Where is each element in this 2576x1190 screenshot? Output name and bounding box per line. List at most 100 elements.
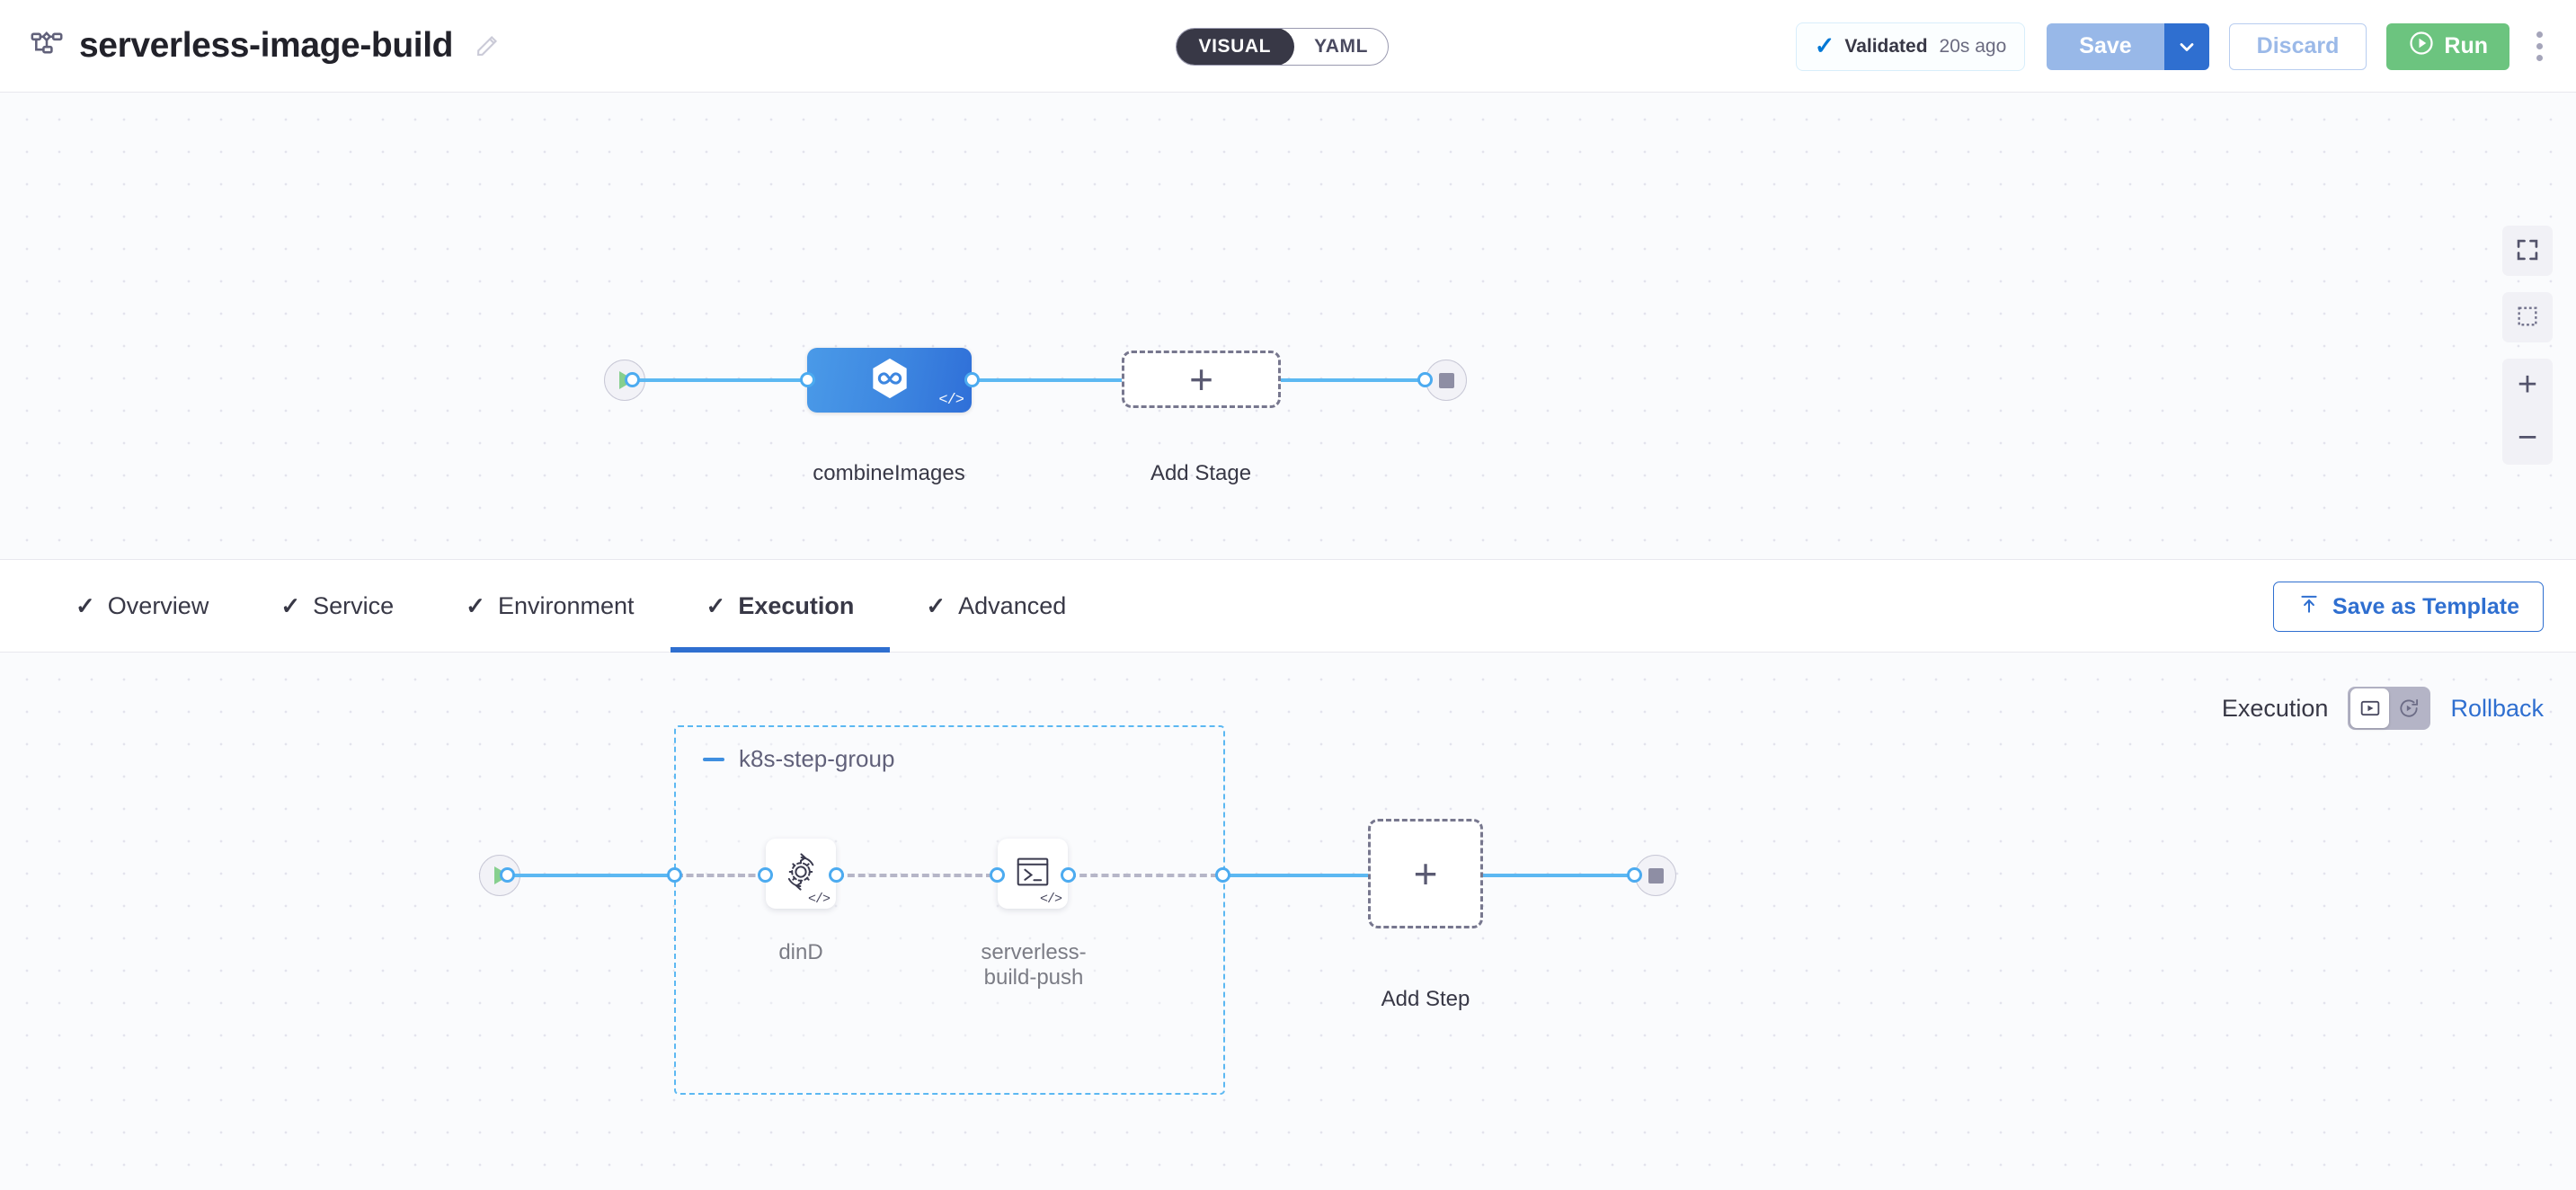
step-label-line-1: serverless- [981,940,1087,964]
page-title: serverless-image-build [79,26,454,65]
zoom-out-button[interactable]: − [2517,419,2538,457]
stage-graph-canvas[interactable]: </> + Add Stage combineImages [0,93,2576,560]
view-mode-toggle[interactable]: VISUAL YAML [1176,28,1390,66]
zoom-in-button[interactable]: + [2517,366,2538,404]
tab-label: Overview [107,591,209,619]
run-button[interactable]: Run [2386,22,2509,70]
edge-stepgroup-to-addstep [1223,874,1368,877]
end-node-port[interactable] [1417,372,1433,387]
add-stage-label: Add Stage [1150,461,1252,485]
check-icon: ✓ [466,591,485,619]
add-step-label: Add Step [1381,987,1470,1011]
stepgroup-exit-port[interactable] [1215,867,1230,883]
stage-config-tabbar: ✓ Overview ✓ Service ✓ Environment ✓ Exe… [0,560,2576,653]
dind-code-badge: </> [807,892,831,907]
fullscreen-icon [2515,237,2540,265]
run-label: Run [2444,33,2488,58]
header-actions: ✓ Validated 20s ago Save Discard Run [1795,0,2554,93]
harness-infinity-hexagon-icon [865,353,915,408]
step-label-line-2: build-push [983,965,1084,990]
tab-overview[interactable]: ✓ Overview [40,560,244,652]
step-node-serverless-build-push[interactable]: </> [998,839,1068,909]
rollback-rotate-icon [2389,697,2428,720]
stop-icon [1438,372,1454,388]
combineimages-in-port[interactable] [800,372,815,387]
edge-dind-to-serverlessbuildpush [837,874,993,877]
execution-play-box-icon [2350,688,2390,728]
stage-node-combineimages[interactable]: </> [807,348,972,413]
stage-canvas-controls: + − [2502,226,2553,465]
dind-out-port[interactable] [829,867,844,883]
add-step-button[interactable]: + [1368,819,1483,928]
execution-graph-canvas[interactable]: k8s-step-group </> [0,653,2576,1190]
check-icon: ✓ [1814,32,1835,59]
edit-pencil-icon[interactable] [469,33,500,58]
tab-label: Service [313,591,395,619]
execution-rollback-switch[interactable] [2348,687,2431,730]
save-button-group[interactable]: Save [2047,22,2209,70]
edge-addstage-to-end [1281,378,1425,382]
check-icon: ✓ [76,591,95,619]
tab-execution[interactable]: ✓ Execution [670,560,891,653]
play-circle-icon [2408,30,2435,63]
stage-code-badge: </> [938,392,964,409]
validated-label: Validated [1844,35,1928,57]
status-badge: ✓ Validated 20s ago [1795,22,2026,71]
minus-collapse-icon[interactable] [703,757,724,761]
check-icon: ✓ [280,591,301,619]
edge-start-to-stepgroup [508,874,674,877]
tab-list: ✓ Overview ✓ Service ✓ Environment ✓ Exe… [0,560,1102,653]
tab-label: Environment [497,591,635,619]
terminal-icon [1012,851,1053,897]
tab-label: Advanced [958,591,1067,619]
header-left: serverless-image-build [0,26,500,66]
save-dropdown-chevron-down-icon[interactable] [2163,22,2209,70]
selection-box-button[interactable] [2502,292,2553,342]
serverlessbuildpush-code-badge: </> [1039,892,1062,907]
step-group-header: k8s-step-group [703,745,894,773]
step-node-dind[interactable]: </> [766,839,836,909]
step-label-serverless-build-push: serverless- build-push [938,940,1129,990]
edge-start-to-combineimages [633,378,809,382]
edge-combineimages-to-addstage [973,378,1122,382]
plus-icon: + [1189,355,1213,403]
save-as-template-button[interactable]: Save as Template [2273,582,2544,632]
plus-icon: + [1413,849,1438,897]
check-icon: ✓ [706,591,726,619]
serverlessbuildpush-in-port[interactable] [990,867,1005,883]
stepgroup-entry-port[interactable] [667,867,682,883]
upload-template-icon [2297,592,2321,622]
execution-start-port[interactable] [500,867,515,883]
dind-in-port[interactable] [758,867,773,883]
gear-rotate-icon [778,849,823,899]
step-label-dind: dinD [778,940,823,964]
execution-mode-label[interactable]: Execution [2221,694,2329,722]
tab-label: Execution [738,591,855,619]
add-stage-button[interactable]: + [1122,351,1281,408]
check-icon: ✓ [926,591,946,619]
stop-icon [1648,867,1664,884]
edge-addstep-to-end [1483,874,1634,877]
fit-to-screen-button[interactable] [2502,226,2553,276]
save-as-template-label: Save as Template [2332,593,2519,619]
serverlessbuildpush-out-port[interactable] [1061,867,1076,883]
pipeline-icon [31,30,63,62]
rollback-mode-label[interactable]: Rollback [2450,694,2544,722]
kebab-menu-icon[interactable] [2524,22,2554,71]
combineimages-out-port[interactable] [964,372,980,387]
save-button[interactable]: Save [2047,22,2164,70]
execution-rollback-toggle: Execution Rollback [2222,687,2544,730]
discard-button[interactable]: Discard [2228,22,2367,70]
edge-serverlessbuildpush-to-groupexit [1069,874,1218,877]
tab-advanced[interactable]: ✓ Advanced [890,560,1102,652]
zoom-controls: + − [2502,359,2553,465]
start-node-port[interactable] [625,372,640,387]
tab-environment[interactable]: ✓ Environment [430,560,670,652]
app-header: serverless-image-build VISUAL YAML ✓ Val… [0,0,2576,93]
execution-end-port[interactable] [1627,867,1642,883]
tab-visual[interactable]: VISUAL [1177,29,1295,65]
tab-yaml[interactable]: YAML [1314,36,1369,57]
step-group-title: k8s-step-group [739,745,895,772]
step-group-k8s-step-group[interactable]: k8s-step-group [674,725,1225,1095]
tab-service[interactable]: ✓ Service [244,560,430,652]
